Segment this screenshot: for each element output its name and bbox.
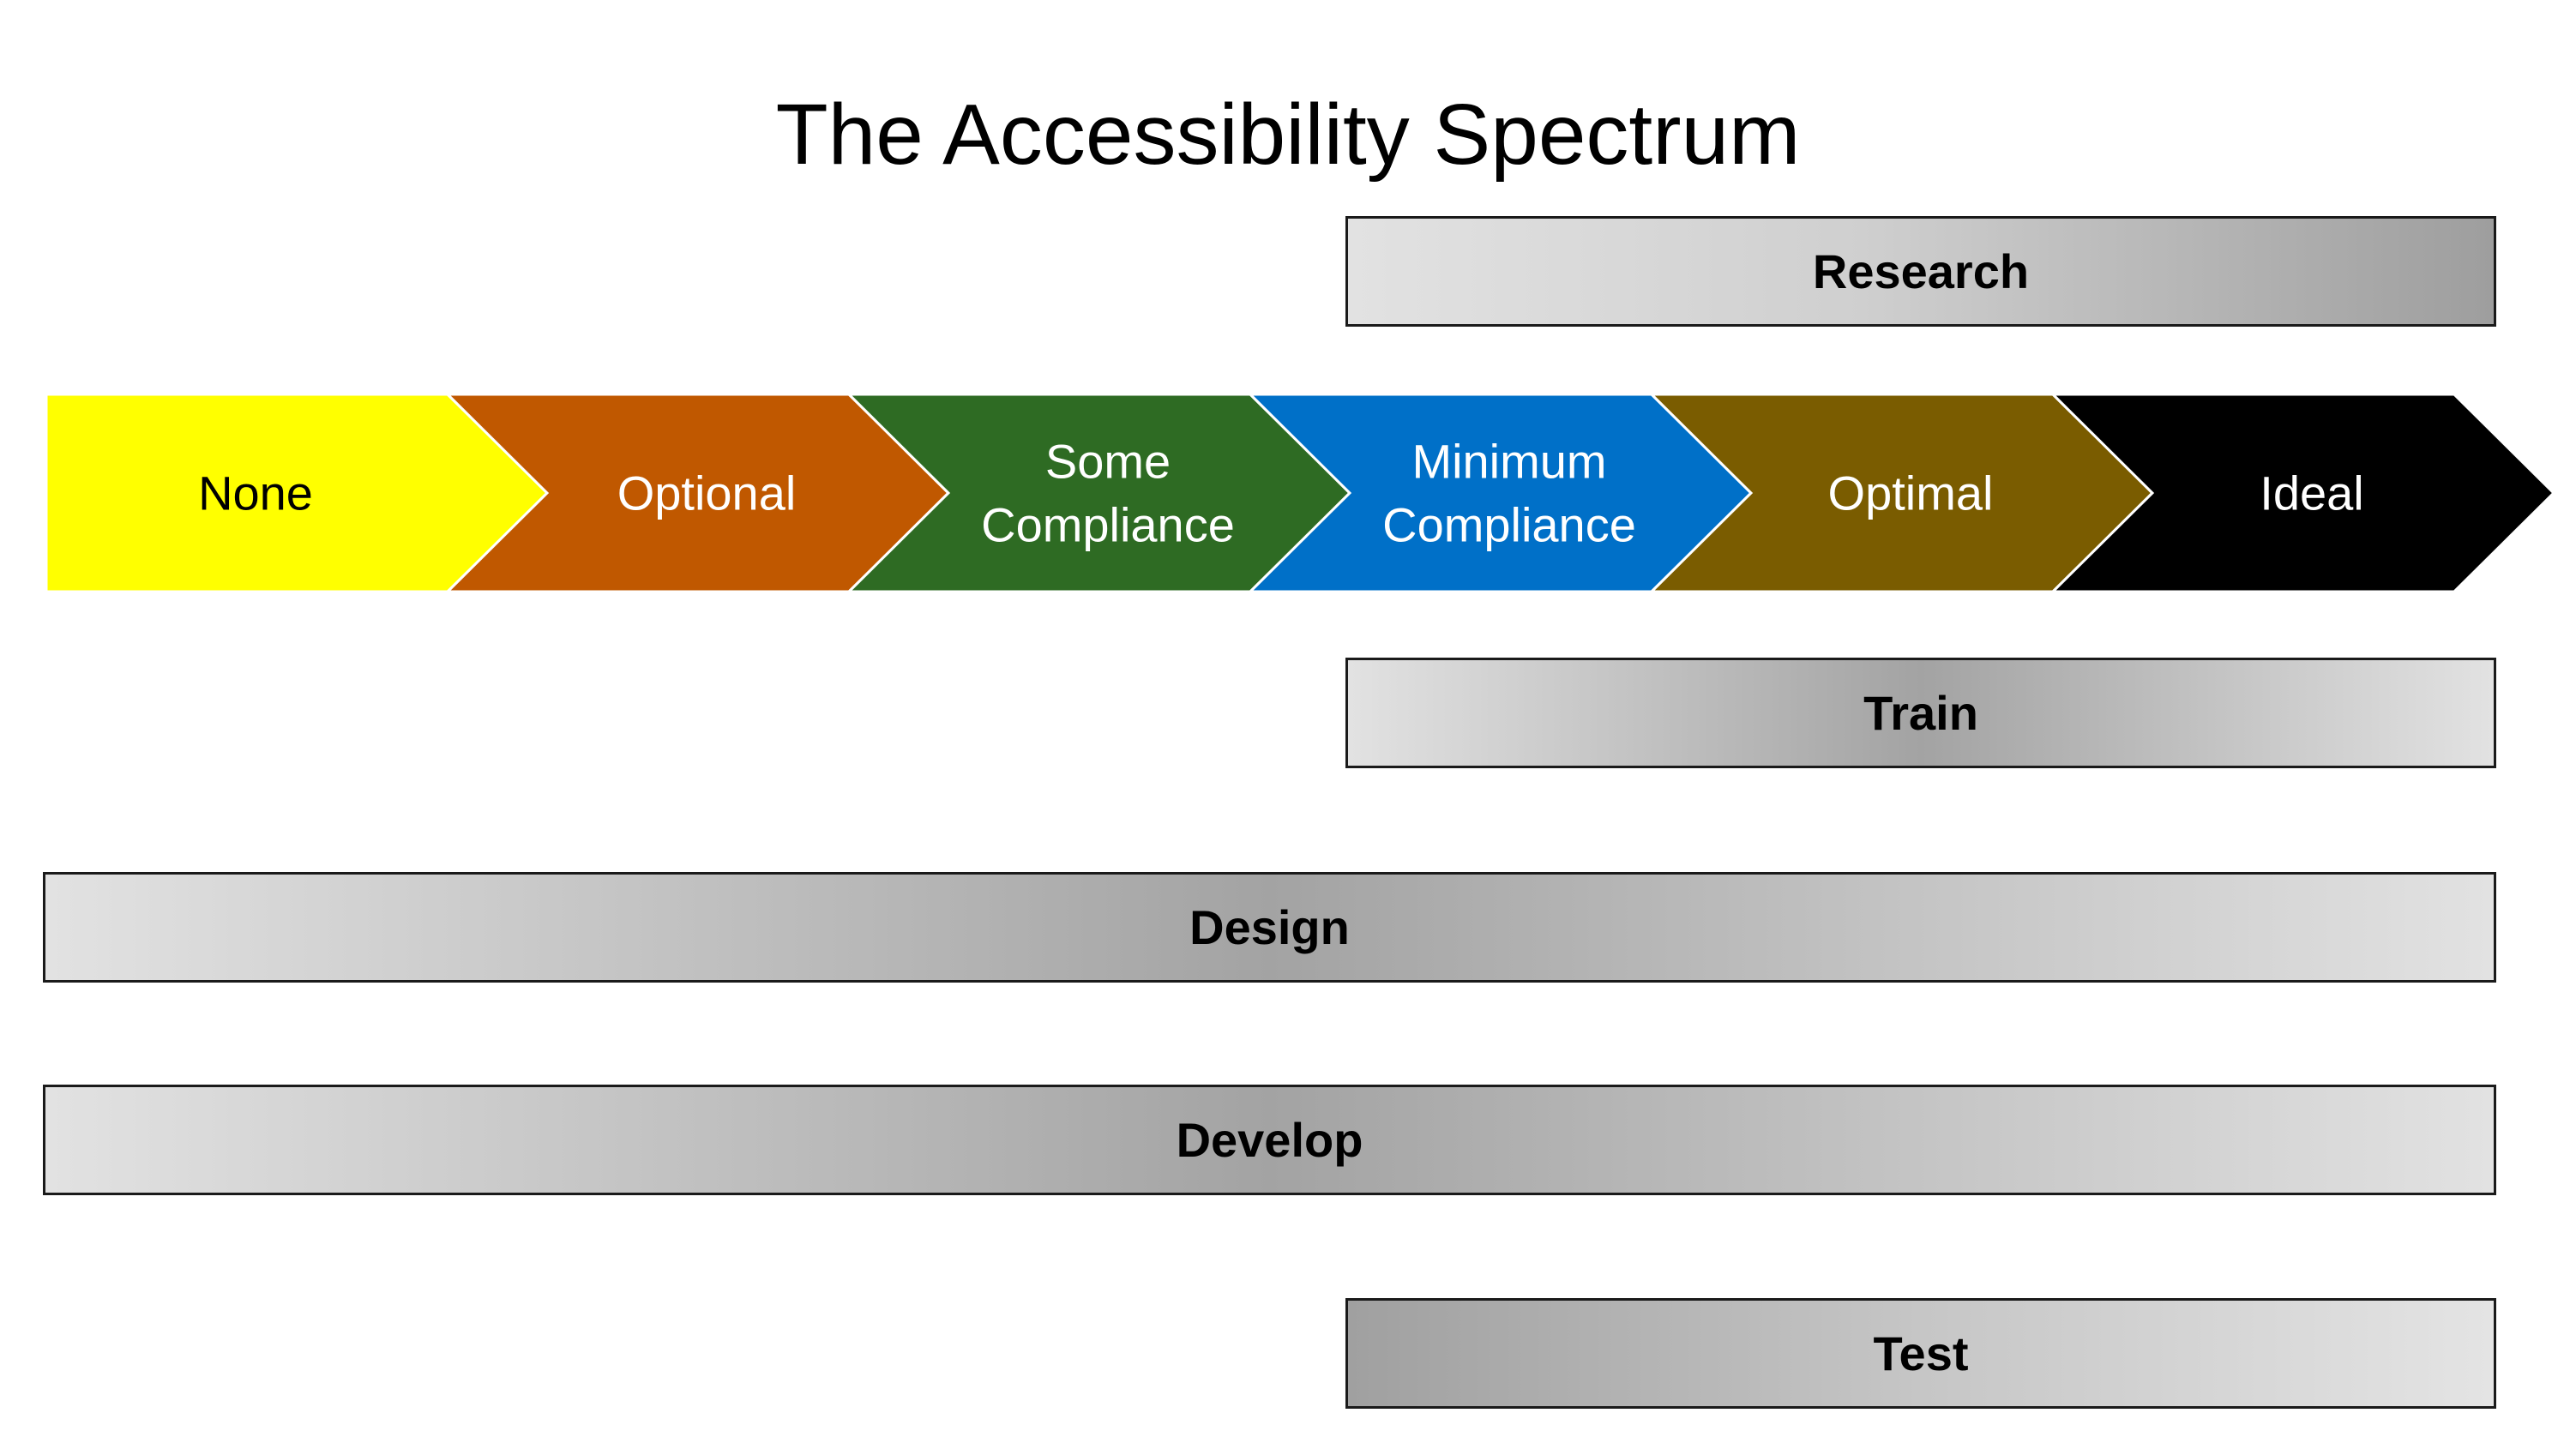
chevron-label: Optional — [617, 466, 797, 520]
develop-bar: Develop — [43, 1085, 2496, 1195]
train-label: Train — [1863, 686, 1978, 740]
spectrum-stage-ideal: Ideal — [2049, 393, 2556, 593]
design-label: Design — [1189, 900, 1350, 954]
design-bar: Design — [43, 872, 2496, 983]
chevron-label: Ideal — [2260, 466, 2363, 520]
chevron-label: Minimum — [1411, 435, 1606, 489]
spectrum-stage-optional: Optional — [444, 393, 951, 593]
chevron-label: Compliance — [981, 498, 1235, 552]
chevron-label: Some — [1045, 435, 1171, 489]
develop-label: Develop — [1176, 1113, 1363, 1167]
test-bar: Test — [1345, 1298, 2496, 1409]
research-label: Research — [1812, 244, 2030, 298]
test-label: Test — [1873, 1326, 1969, 1380]
chevron-shape — [2049, 393, 2556, 593]
research-bar: Research — [1345, 216, 2496, 327]
diagram-title: The Accessibility Spectrum — [775, 87, 1801, 183]
chevron-label: Compliance — [1382, 498, 1636, 552]
chevron-label: None — [198, 466, 313, 520]
spectrum-stage-none: None — [45, 393, 550, 593]
train-bar: Train — [1345, 658, 2496, 768]
chevron-label: Optimal — [1828, 466, 1994, 520]
